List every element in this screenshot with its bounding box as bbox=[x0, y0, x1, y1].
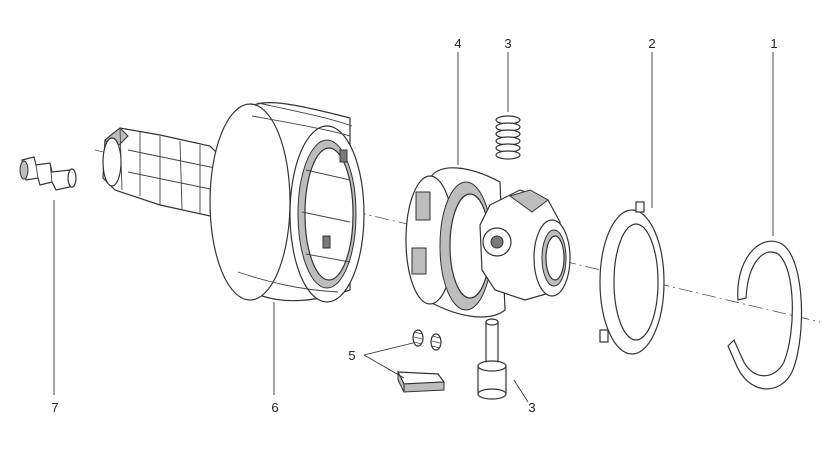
part-4-clutch-housing bbox=[405, 167, 571, 318]
callout-5: 5 bbox=[348, 348, 355, 363]
leader-lines bbox=[53, 52, 774, 403]
part-5-springs-and-key bbox=[397, 329, 446, 393]
callout-3-top: 3 bbox=[504, 36, 511, 51]
callout-3-bottom: 3 bbox=[528, 400, 535, 415]
callout-1: 1 bbox=[770, 36, 777, 51]
callout-2: 2 bbox=[648, 36, 655, 51]
part-1-circlip bbox=[727, 240, 803, 390]
part-2-flat-ring bbox=[599, 201, 665, 355]
callout-7: 7 bbox=[51, 400, 58, 415]
part-7-grease-nipple bbox=[19, 156, 77, 191]
part-3-pin-bottom bbox=[477, 318, 507, 400]
part-3-compression-spring-top bbox=[495, 115, 521, 160]
callout-6: 6 bbox=[271, 400, 278, 415]
callout-4: 4 bbox=[454, 36, 461, 51]
part-6-hub-with-splined-shaft bbox=[102, 101, 365, 303]
